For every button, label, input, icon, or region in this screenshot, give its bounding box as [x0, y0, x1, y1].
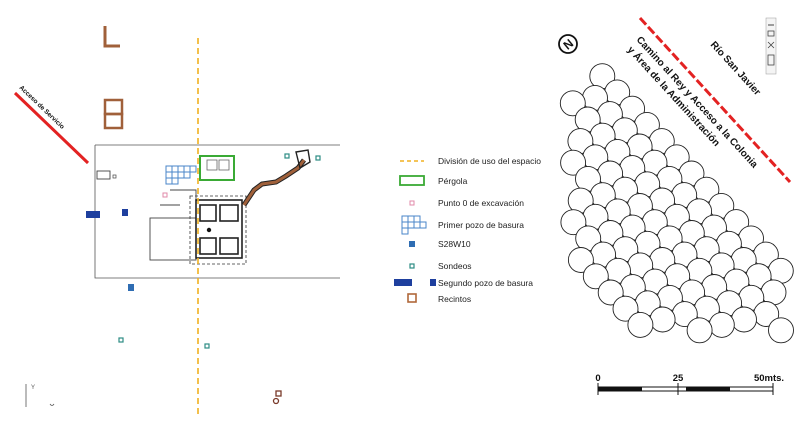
sondeo-3: [284, 153, 290, 159]
pergola-inner-2: [218, 159, 230, 171]
s28w10-unit: [128, 284, 134, 291]
tree: [649, 306, 676, 333]
path-end-structure: [295, 149, 311, 170]
tree: [612, 295, 639, 322]
tree: [731, 306, 757, 333]
axis-marker-y: Y: [31, 385, 35, 391]
north-arrow: N: [558, 34, 578, 54]
main-building-dashed-outline: [189, 195, 247, 265]
tree-grove: [559, 63, 794, 344]
legend-swatch-punto0: [409, 200, 415, 206]
small-symbol-bottom: [272, 390, 282, 405]
legend-label-division: División de uso del espacio: [438, 156, 541, 166]
scale-bar: 0 25 50mts.: [595, 373, 784, 395]
legend-label-recintos: Recintos: [438, 294, 471, 304]
tree: [686, 317, 713, 344]
legend: División de uso del espacio Pérgola Punt…: [394, 156, 541, 304]
small-structure-left: [96, 170, 111, 180]
second-trash-pit-left: [86, 211, 100, 218]
main-building: [149, 189, 197, 261]
service-access-label: Acceso de Servicio: [18, 84, 66, 130]
legend-label-sondeos: Sondeos: [438, 261, 472, 271]
river-label: Río San Javier: [708, 40, 763, 98]
tree: [559, 90, 586, 117]
site-boundary: [94, 144, 340, 279]
scale-label-end: 50mts.: [754, 373, 784, 384]
main-building-center-marker: [206, 227, 212, 233]
legend-label-punto0: Punto 0 de excavación: [438, 198, 524, 208]
recinto-lower: [103, 112, 124, 130]
tree: [560, 149, 587, 176]
recinto-l-shape: [103, 26, 120, 48]
legend-swatch-segundo-pozo-b: [430, 279, 436, 286]
tree: [708, 311, 735, 338]
legend-swatch-sondeos: [409, 263, 415, 269]
service-access-road: [13, 91, 90, 165]
tree: [768, 317, 794, 344]
excavation-point-zero: [162, 192, 168, 198]
legend-label-segundo-pozo: Segundo pozo de basura: [438, 278, 533, 288]
mini-toolbar[interactable]: [765, 17, 777, 75]
legend-swatch-segundo-pozo-a: [394, 279, 412, 286]
sondeo-2: [204, 343, 210, 349]
sondeo-1: [118, 337, 124, 343]
scale-label-mid: 25: [673, 373, 684, 384]
legend-swatch-recintos: [407, 293, 417, 303]
tree: [597, 279, 624, 306]
first-trash-pit: [165, 165, 197, 185]
king-road: [638, 16, 792, 184]
recinto-upper: [103, 98, 124, 116]
legend-swatch-primer-pozo: [401, 215, 427, 235]
legend-label-pergola: Pérgola: [438, 176, 468, 186]
tree: [560, 209, 587, 236]
legend-swatch-s28w10: [409, 241, 415, 247]
pergola-inner-1: [206, 159, 218, 171]
small-structure-left-marker: [112, 174, 117, 179]
second-trash-pit-small: [122, 209, 128, 216]
path: [242, 159, 306, 206]
legend-label-primer-pozo: Primer pozo de basura: [438, 220, 524, 230]
tree: [567, 247, 594, 273]
tree: [627, 311, 654, 338]
axis-marker-tick: [49, 403, 55, 406]
sondeo-4: [315, 155, 321, 161]
main-building-core: [195, 199, 243, 259]
scale-label-start: 0: [595, 373, 600, 384]
legend-swatch-pergola: [399, 175, 425, 186]
pergola: [199, 155, 235, 181]
tree: [582, 263, 609, 290]
legend-label-s28w10: S28W10: [438, 239, 471, 249]
